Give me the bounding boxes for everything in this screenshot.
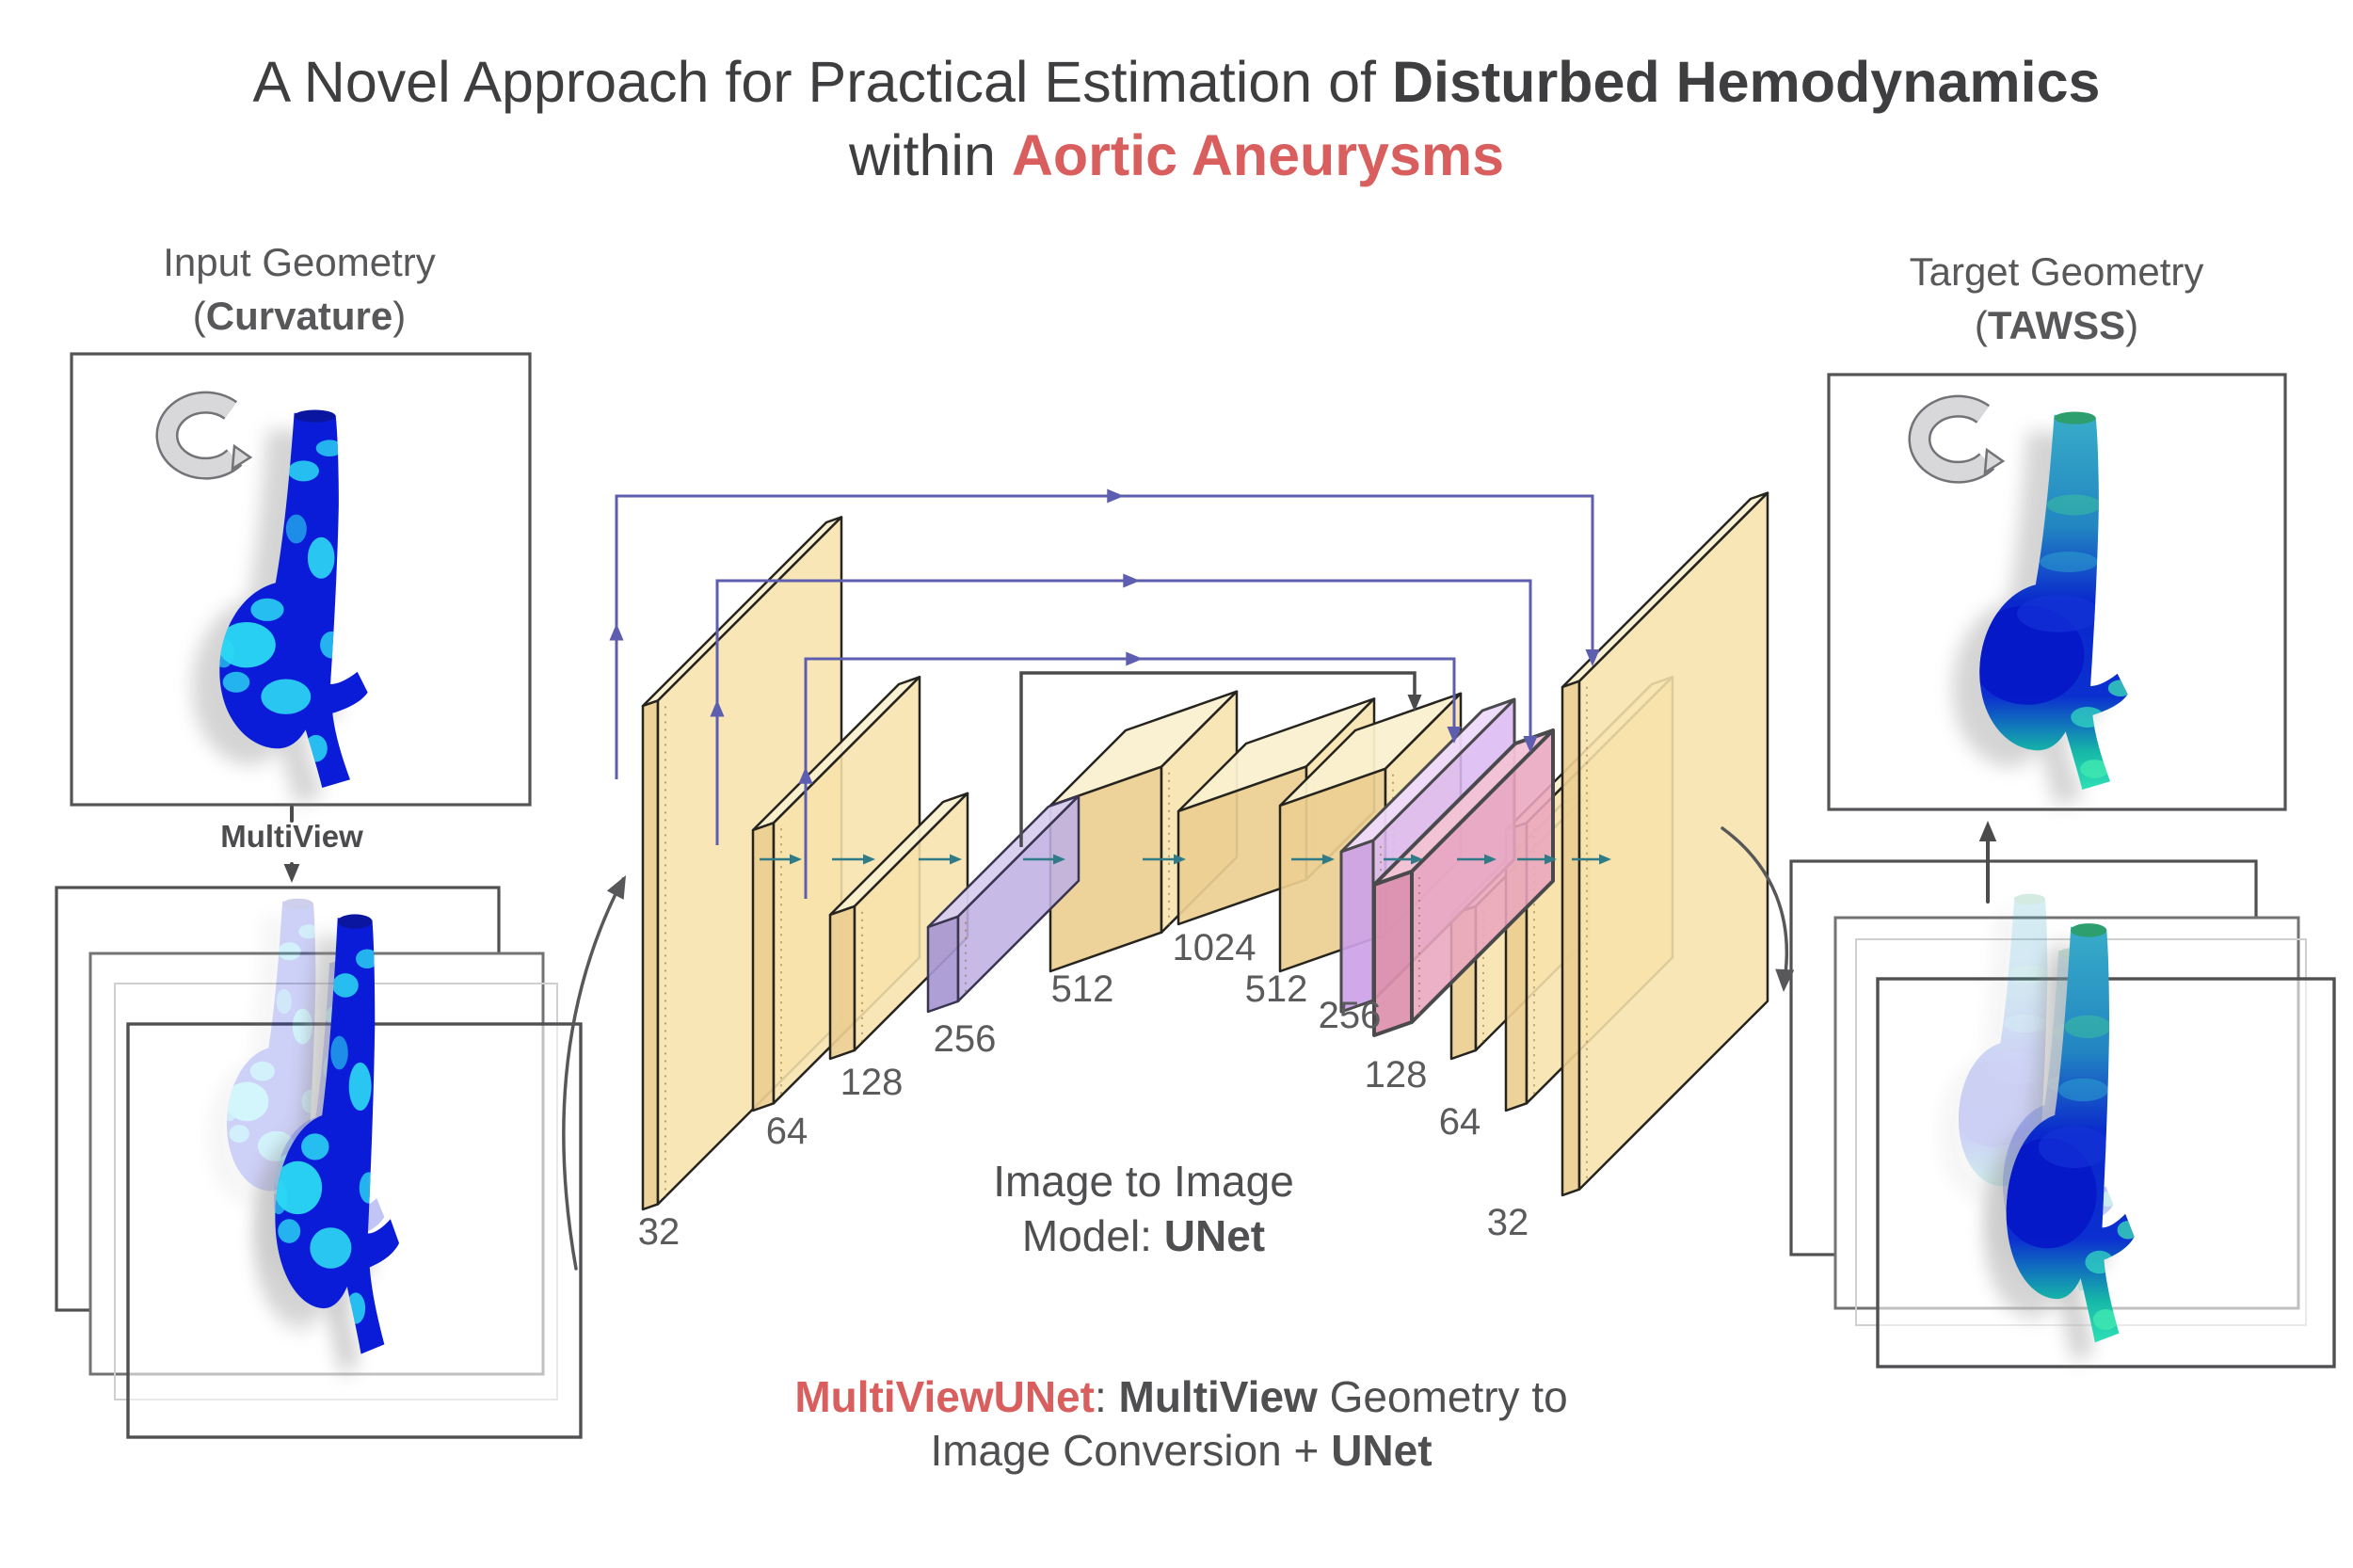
block-main-face (1577, 491, 1769, 1191)
skip-mid-arrowhead (1126, 651, 1144, 666)
block-side-face (828, 904, 856, 1061)
skip-down-arrowhead (1447, 727, 1462, 744)
target-geometry-label: Target Geometry (TAWSS) (1812, 245, 2301, 352)
unet-layer-label: 1024 (1173, 927, 1257, 968)
unet-layer-label: 256 (1319, 995, 1382, 1036)
title-line2-prefix: within (848, 123, 1012, 187)
paren: ( (1974, 303, 1988, 347)
colon: : (1094, 1372, 1119, 1421)
output-flow-arrow-head (1775, 968, 1795, 992)
unet-layer-label: 128 (840, 1062, 904, 1103)
skip-up-arrowhead (710, 699, 725, 717)
unet-layer-label: 512 (1051, 968, 1114, 1010)
connector-arrows (283, 806, 1997, 1271)
unet-caption-prefix: Model: (1021, 1211, 1164, 1260)
block-main-face (1410, 728, 1555, 1024)
block-side-face (1561, 680, 1581, 1197)
flow-arrowhead (1174, 854, 1186, 865)
paren: ) (2125, 303, 2139, 347)
flow-arrowhead (1545, 854, 1557, 865)
title-line1: A Novel Approach for Practical Estimatio… (0, 45, 2353, 119)
multiview-output-stack (1789, 859, 2336, 1368)
skip-down-arrowhead (1523, 736, 1538, 753)
unet-caption-bold: UNet (1163, 1211, 1266, 1260)
flow-arrowhead (1599, 854, 1611, 865)
block-side-face (641, 699, 660, 1211)
title-bold: Disturbed Hemodynamics (1391, 50, 2101, 114)
input-geometry-subtitle: (Curvature) (55, 289, 544, 343)
unet-block-aux (1372, 728, 1555, 1037)
input-geometry-label: Input Geometry (Curvature) (55, 235, 544, 343)
method-rest1: Geometry to (1317, 1372, 1568, 1421)
unet-layer-label: 32 (1487, 1202, 1529, 1243)
paren: ( (192, 294, 206, 338)
multiview-arrow-head (283, 864, 300, 883)
unet-layer-label: 64 (766, 1111, 808, 1152)
skip-up-arrowhead (609, 623, 624, 641)
title-accent: Aortic Aneurysms (1011, 123, 1505, 187)
unet-layer-label: 32 (638, 1211, 680, 1253)
unet-layer-label: 512 (1245, 968, 1308, 1010)
unet-block-256 (926, 794, 1080, 1014)
target-geometry-subtitle: (TAWSS) (1812, 298, 2301, 352)
unet-layer-label: 256 (934, 1018, 997, 1060)
skip-down-arrowhead (1407, 695, 1422, 712)
flow-arrowhead (790, 854, 802, 865)
flow-arrowhead (950, 854, 962, 865)
stack-to-target-arrow-head (1978, 821, 1997, 841)
skip-mid-arrowhead (1123, 573, 1141, 588)
input-flow-arrow (562, 877, 625, 1271)
unet-block-128 (828, 792, 969, 1061)
skip-down-arrowhead (1585, 649, 1600, 666)
method-name-accent: MultiViewUNet (794, 1372, 1095, 1421)
method-caption: MultiViewUNet: MultiView Geometry to Ima… (734, 1370, 1628, 1478)
flow-arrowhead (1322, 854, 1335, 865)
unet-layer-label: 128 (1365, 1054, 1428, 1096)
block-side-face (926, 915, 960, 1014)
multiview-label: MultiView (220, 819, 363, 854)
unet-flow-arrows (760, 854, 1611, 865)
flow-arrowhead (863, 854, 875, 865)
method-caption-line2: Image Conversion + UNet (734, 1424, 1628, 1478)
input-subtitle-bold: Curvature (205, 294, 393, 338)
skip-up-arrowhead (798, 766, 813, 784)
title-line2: within Aortic Aneurysms (0, 119, 2353, 192)
unet-caption-line1: Image to Image (993, 1157, 1294, 1206)
unet-layer-label: 64 (1439, 1101, 1481, 1143)
input-geometry-title: Input Geometry (163, 240, 436, 284)
unet-caption-line2: Model: UNet (927, 1208, 1360, 1263)
flow-arrowhead (1411, 854, 1423, 865)
multiview-input-stack (55, 886, 583, 1439)
paren: ) (392, 294, 407, 338)
block-side-face (751, 822, 776, 1112)
block-main-face (956, 794, 1080, 1003)
method-line2-bold: UNet (1331, 1426, 1433, 1475)
target-geometry-title: Target Geometry (1909, 249, 2204, 294)
output-flow-arrow (1721, 826, 1788, 988)
unet-skip-connections (609, 488, 1600, 899)
skip-mid-arrowhead (1107, 488, 1125, 504)
unet-block-32 (1561, 491, 1769, 1197)
method-line2-prefix: Image Conversion + (930, 1426, 1332, 1475)
unet-caption: Image to Image Model: UNet (927, 1154, 1360, 1263)
figure-title: A Novel Approach for Practical Estimatio… (0, 45, 2353, 192)
target-subtitle-bold: TAWSS (1987, 303, 2126, 347)
input-flow-arrow-head (606, 875, 626, 900)
skip-connection-line (1019, 671, 1417, 847)
flow-arrowhead (1053, 854, 1065, 865)
unet-block-64 (751, 676, 921, 1112)
method-caption-line1: MultiViewUNet: MultiView Geometry to (734, 1370, 1628, 1424)
flow-arrowhead (1484, 854, 1497, 865)
unet-architecture (641, 491, 1769, 1211)
title-prefix: A Novel Approach for Practical Estimatio… (252, 50, 1392, 114)
block-side-face (1339, 839, 1375, 1014)
method-bold1: MultiView (1118, 1372, 1318, 1421)
